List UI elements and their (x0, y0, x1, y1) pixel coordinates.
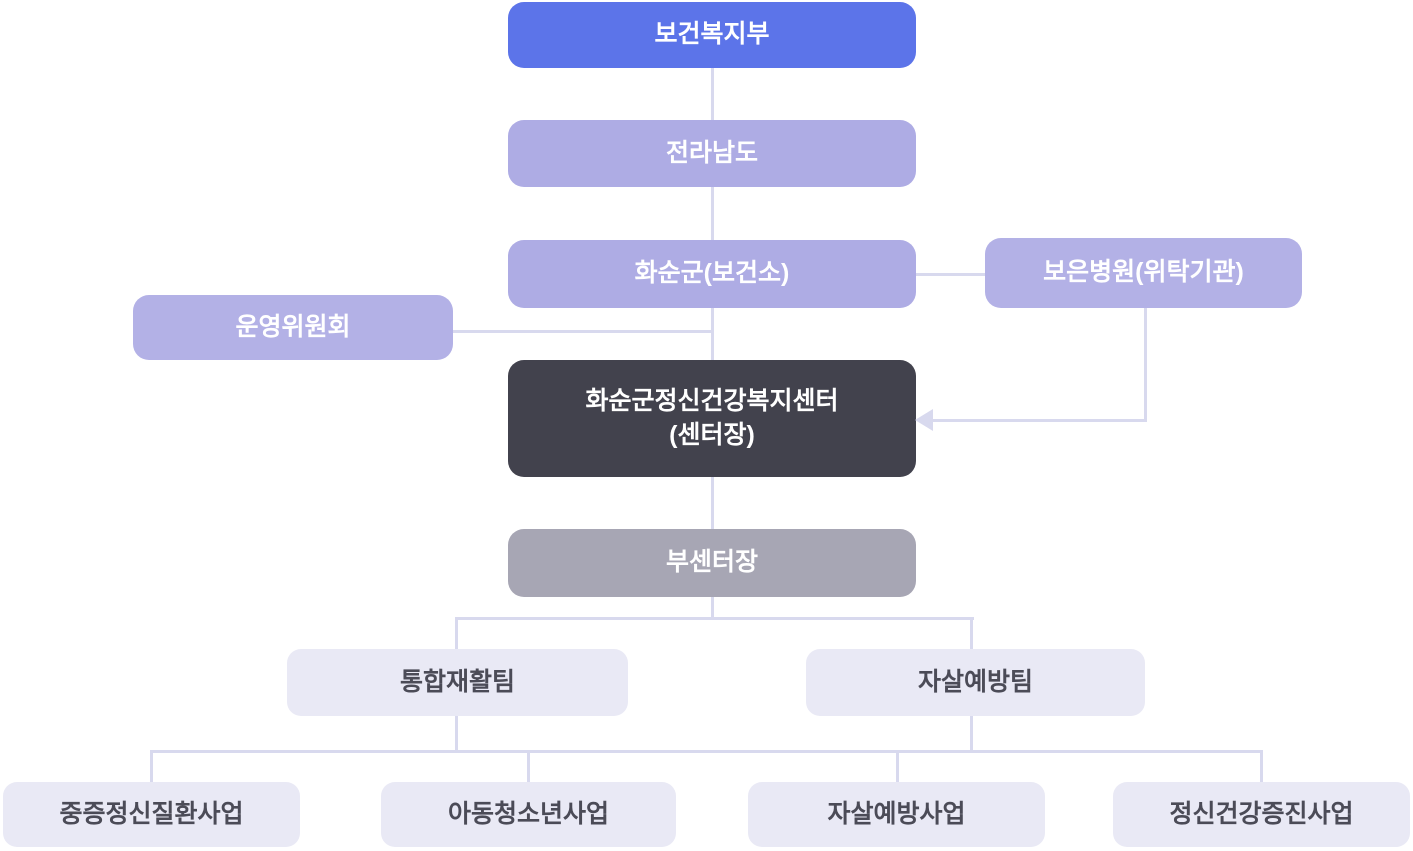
connector-province-county (711, 186, 714, 241)
node-center-label-line1: 화순군정신건강복지센터 (585, 386, 839, 415)
node-deputy: 부센터장 (508, 529, 916, 597)
connector-bar-program-3 (896, 750, 899, 783)
node-province-label: 전라남도 (665, 138, 758, 167)
arrow-left-icon (915, 409, 933, 431)
connector-team-rehab-stub (455, 715, 458, 753)
node-program-severe-mental-illness: 중증정신질환사업 (3, 782, 300, 847)
node-program-mental-health-promotion-label: 정신건강증진사업 (1169, 799, 1354, 828)
connector-team-suicide-stub (970, 715, 973, 753)
node-team-rehab: 통합재활팀 (287, 649, 628, 716)
connector-bar-program-4 (1260, 750, 1263, 783)
node-ministry-label: 보건복지부 (654, 20, 770, 49)
connector-programs-bar (150, 750, 1263, 753)
connector-ministry-province (711, 68, 714, 121)
connector-bar-program-1 (150, 750, 153, 783)
node-committee-label: 운영위원회 (235, 312, 351, 341)
connector-county-center (711, 307, 714, 361)
node-program-suicide-prevention: 자살예방사업 (748, 782, 1045, 847)
connector-hospital-down (1144, 307, 1147, 422)
node-county-label: 화순군(보건소) (634, 259, 790, 288)
connector-teams-bar (455, 617, 974, 620)
node-county: 화순군(보건소) (508, 240, 916, 308)
node-hospital-label: 보은병원(위탁기관) (1043, 258, 1244, 287)
node-program-child-youth-label: 아동청소년사업 (447, 799, 609, 828)
node-team-suicide-label: 자살예방팀 (917, 667, 1033, 696)
node-program-mental-health-promotion: 정신건강증진사업 (1113, 782, 1410, 847)
node-hospital: 보은병원(위탁기관) (985, 238, 1302, 308)
node-program-severe-mental-illness-label: 중증정신질환사업 (59, 799, 244, 828)
connector-county-hospital (915, 273, 985, 276)
connector-center-deputy (711, 476, 714, 530)
node-ministry: 보건복지부 (508, 2, 916, 68)
node-province: 전라남도 (508, 120, 916, 187)
connector-deputy-stub (711, 596, 714, 620)
node-program-suicide-prevention-label: 자살예방사업 (827, 799, 966, 828)
node-deputy-label: 부센터장 (665, 548, 758, 577)
connector-bar-program-2 (527, 750, 530, 783)
node-program-child-youth: 아동청소년사업 (381, 782, 676, 847)
node-team-suicide: 자살예방팀 (806, 649, 1145, 716)
connector-hospital-center (932, 419, 1147, 422)
node-center-label-line2: (센터장) (669, 420, 755, 449)
node-committee: 운영위원회 (133, 295, 453, 360)
node-center: 화순군정신건강복지센터 (센터장) (508, 360, 916, 477)
node-team-rehab-label: 통합재활팀 (399, 667, 515, 696)
connector-bar-team-suicide (970, 617, 973, 650)
connector-committee-trunk (452, 330, 712, 333)
connector-bar-team-rehab (455, 617, 458, 650)
